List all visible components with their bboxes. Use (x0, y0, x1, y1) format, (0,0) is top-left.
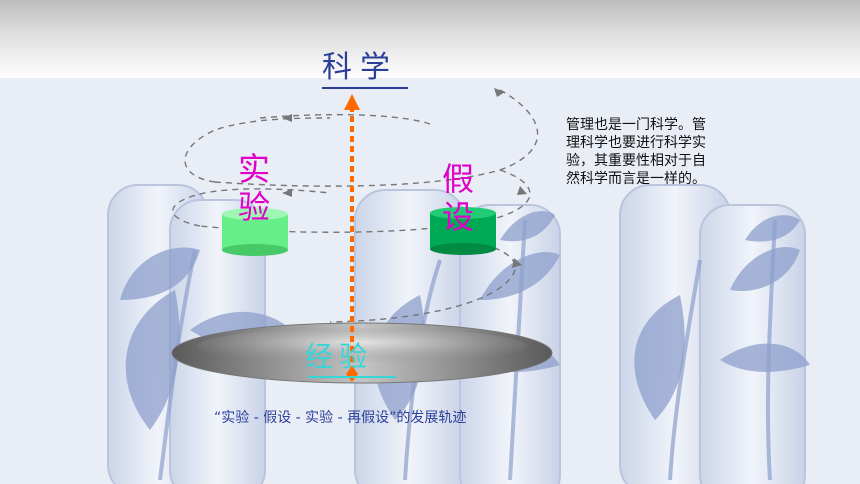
diagram-caption: “实验 - 假设 - 实验 - 再假设”的发展轨迹 (214, 410, 467, 426)
header-band (0, 0, 860, 78)
title-underline (322, 87, 408, 89)
diagram-title-science: 科学 (322, 50, 398, 85)
base-underline (308, 376, 396, 378)
base-label-experience: 经验 (305, 340, 374, 373)
side-note-text: 管理也是一门科学。管理科学也要进行科学实验，其重要性相对于自然科学而言是一样的。 (566, 117, 706, 187)
stage-label-hypothesis: 假设 (441, 160, 474, 236)
stage-label-experiment: 实验 (237, 150, 270, 226)
